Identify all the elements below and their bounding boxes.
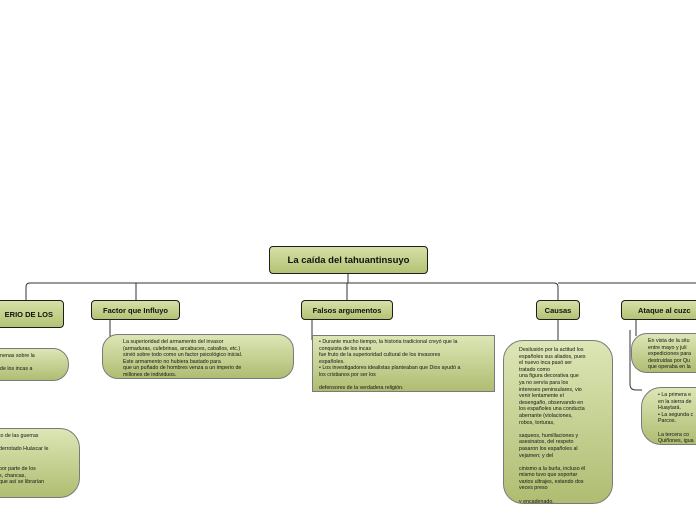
note-factor[interactable]: La superioridad del armamento del invaso… [102, 334, 294, 379]
note-left-top[interactable]: nenas sobre la de los incas a [0, 348, 69, 381]
link-root-left [25, 282, 348, 300]
branch-factor[interactable]: Factor que Influyo [91, 300, 180, 320]
branch-ataque-label: Ataque al cuzc [638, 305, 691, 315]
root-topic[interactable]: La caída del tahuantinsuyo [269, 246, 428, 274]
note-ataque-top[interactable]: En vista de la situ entre mayo y juli ex… [631, 333, 696, 373]
root-topic-label: La caída del tahuantinsuyo [287, 254, 410, 266]
branch-left-label: ERIO DE LOS [4, 309, 53, 319]
branch-causas[interactable]: Causas [536, 300, 580, 320]
link-ataque-note-bottom [629, 330, 642, 391]
note-causas-text: Desilusión por la actitud los españoles … [519, 347, 586, 504]
note-falsos-text: • Durante mucho tiempo, la historia trad… [319, 339, 461, 392]
note-ataque-bottom[interactable]: • La primera e en la sierra de Huaytará.… [641, 387, 696, 445]
branch-falsos[interactable]: Falsos argumentos [301, 300, 393, 320]
note-ataque-bottom-text: • La primera e en la sierra de Huaytará.… [658, 392, 694, 445]
note-factor-text: La superioridad del armamento del invaso… [123, 339, 243, 378]
branch-factor-label: Factor que Influyo [102, 305, 168, 315]
branch-left-topic[interactable]: ERIO DE LOS [0, 300, 64, 328]
note-ataque-top-text: En vista de la situ entre mayo y juli ex… [648, 338, 691, 371]
branch-falsos-label: Falsos argumentos [312, 305, 382, 315]
note-left-bottom[interactable]: to de las guerras derrotado Huáscar le p… [0, 428, 80, 498]
note-causas[interactable]: Desilusión por la actitud los españoles … [503, 340, 613, 504]
note-left-top-text: nenas sobre la de los incas a [0, 353, 35, 373]
link-root-causas [348, 282, 559, 300]
branch-ataque[interactable]: Ataque al cuzc [621, 300, 696, 320]
branch-causas-label: Causas [544, 305, 572, 315]
note-falsos[interactable]: • Durante mucho tiempo, la historia trad… [312, 335, 495, 392]
note-left-bottom-text: to de las guerras derrotado Huáscar le p… [0, 433, 49, 486]
